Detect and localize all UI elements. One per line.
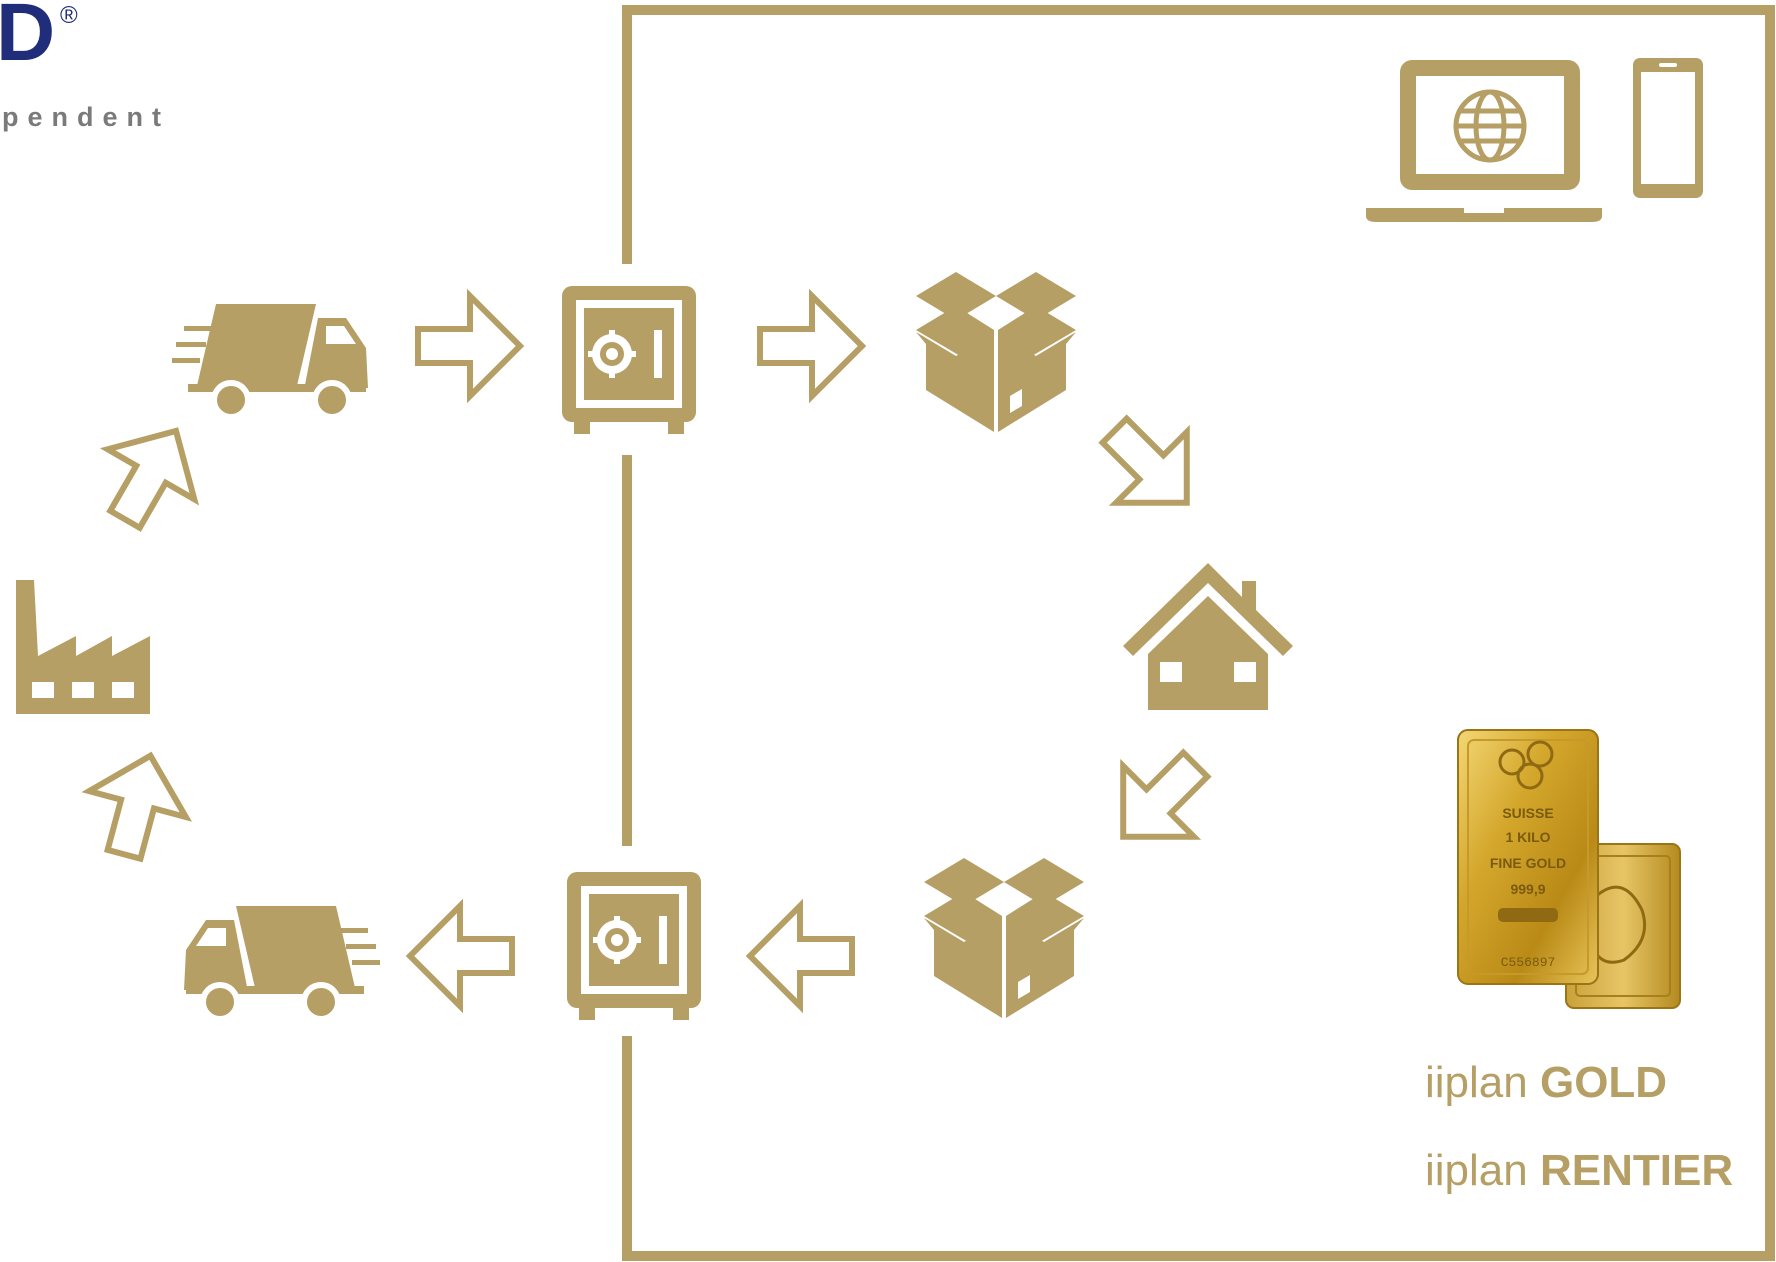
product-label-rentier: iiplan RENTIER xyxy=(1425,1146,1733,1196)
registered-mark: ® xyxy=(60,2,78,29)
factory-icon xyxy=(16,580,150,714)
label-strong: GOLD xyxy=(1539,1058,1668,1107)
logo-tagline: pendent xyxy=(2,102,170,132)
open-box-icon xyxy=(924,858,1084,1018)
arrow-down-left-icon xyxy=(1088,729,1231,872)
arrow-left-icon xyxy=(410,906,512,1006)
gold-bar-line2: 1 KILO xyxy=(1505,829,1550,845)
arrow-right-icon xyxy=(418,296,520,396)
laptop-icon xyxy=(1366,60,1602,222)
vault-safe-icon xyxy=(562,286,696,434)
arrow-up-right-icon xyxy=(82,406,220,544)
product-label-gold: iiplan GOLD xyxy=(1425,1058,1667,1108)
gold-bar-serial: C556897 xyxy=(1501,955,1556,970)
label-prefix: iiplan xyxy=(1425,1058,1540,1107)
delivery-truck-icon xyxy=(172,304,368,417)
globe-icon xyxy=(1453,89,1527,163)
frame xyxy=(622,5,1775,1261)
arrow-up-right-icon xyxy=(76,743,199,867)
gold-bar-line1: SUISSE xyxy=(1502,805,1553,821)
vault-safe-icon xyxy=(567,872,701,1020)
label-strong: RENTIER xyxy=(1539,1146,1734,1195)
gold-bar-line3: FINE GOLD xyxy=(1490,855,1566,871)
label-prefix: iiplan xyxy=(1425,1146,1540,1195)
arrow-right-icon xyxy=(760,296,862,396)
frame-outer xyxy=(622,5,1775,1261)
logo-mark: D xyxy=(0,0,55,78)
gold-bars-image: SUISSE 1 KILO FINE GOLD 999,9 C556897 xyxy=(1457,729,1681,1009)
open-box-icon xyxy=(916,272,1076,432)
smartphone-icon xyxy=(1633,58,1703,198)
delivery-truck-icon xyxy=(184,906,380,1019)
arrow-down-right-icon xyxy=(1079,395,1222,538)
arrow-left-icon xyxy=(750,906,852,1006)
gold-bar-line4: 999,9 xyxy=(1510,881,1545,897)
house-icon xyxy=(1123,563,1293,710)
